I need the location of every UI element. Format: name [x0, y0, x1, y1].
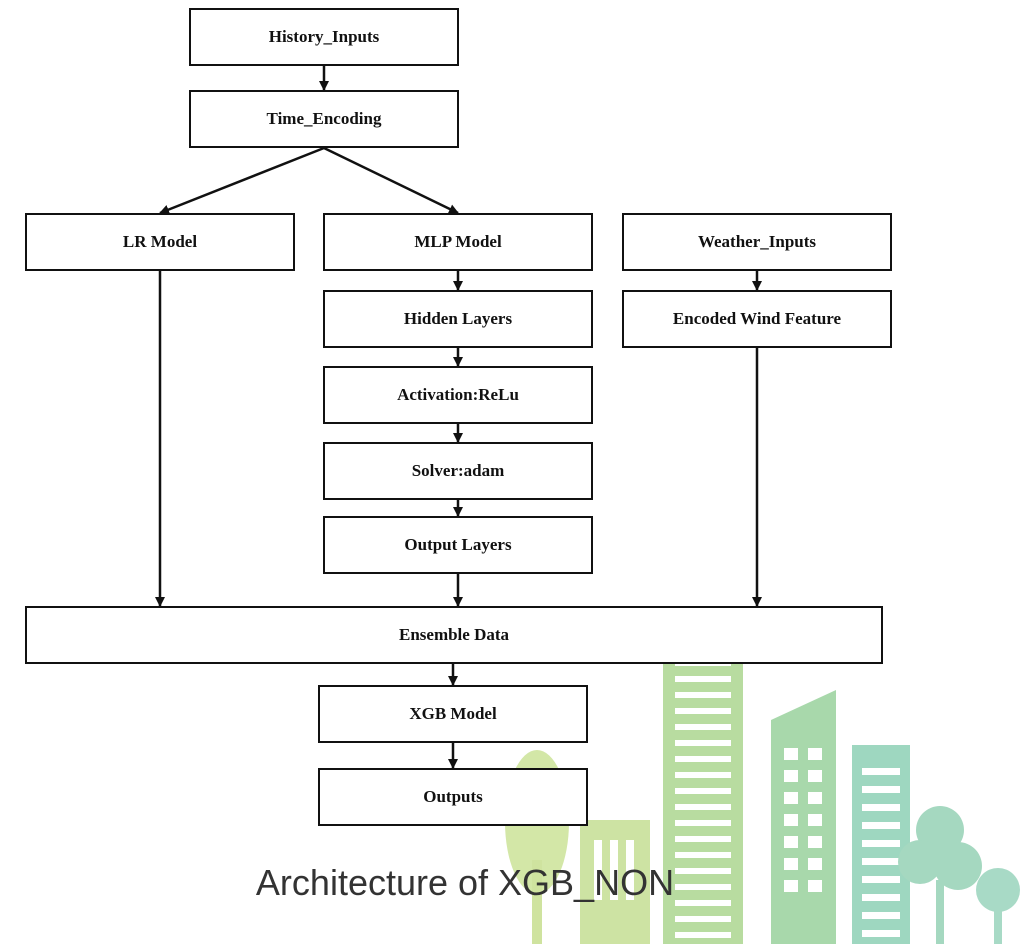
tree-trunk	[532, 860, 542, 944]
solver-label: Solver:adam	[411, 461, 505, 480]
outputs-label: Outputs	[423, 787, 483, 806]
history-inputs-label: History_Inputs	[268, 27, 380, 46]
history-inputs-box: History_Inputs	[189, 8, 459, 66]
xgb-model-label: XGB Model	[409, 704, 497, 723]
solver-box: Solver:adam	[323, 442, 593, 500]
time-encoding-label: Time_Encoding	[266, 109, 382, 128]
ensemble-data-box: Ensemble Data	[25, 606, 883, 664]
hidden-layers-box: Hidden Layers	[323, 290, 593, 348]
tree-cloud-icon	[898, 806, 982, 944]
small-building-icon	[580, 820, 650, 944]
ensemble-data-label: Ensemble Data	[398, 625, 510, 644]
arrow-time-encoding-to-mlp-model	[323, 146, 459, 215]
time-encoding-box: Time_Encoding	[189, 90, 459, 148]
tree-round-icon	[976, 868, 1020, 944]
activation-box: Activation:ReLu	[323, 366, 593, 424]
outputs-box: Outputs	[318, 768, 588, 826]
weather-inputs-label: Weather_Inputs	[697, 232, 817, 251]
weather-inputs-box: Weather_Inputs	[622, 213, 892, 271]
mlp-model-label: MLP Model	[414, 232, 502, 251]
figure-caption: Architecture of XGB_NON	[255, 862, 675, 903]
slanted-building-icon	[771, 690, 836, 944]
lr-model-box: LR Model	[25, 213, 295, 271]
arrow-time-encoding-to-lr-model	[159, 146, 325, 215]
mlp-model-box: MLP Model	[323, 213, 593, 271]
encoded-wind-feature-label: Encoded Wind Feature	[672, 309, 842, 328]
encoded-wind-feature-box: Encoded Wind Feature	[622, 290, 892, 348]
tall-tower-icon	[663, 634, 743, 944]
hidden-layers-label: Hidden Layers	[403, 309, 513, 328]
xgb-model-box: XGB Model	[318, 685, 588, 743]
teal-building-icon	[852, 745, 910, 944]
output-layers-label: Output Layers	[404, 535, 512, 554]
output-layers-box: Output Layers	[323, 516, 593, 574]
activation-label: Activation:ReLu	[397, 385, 519, 404]
lr-model-label: LR Model	[122, 232, 198, 251]
